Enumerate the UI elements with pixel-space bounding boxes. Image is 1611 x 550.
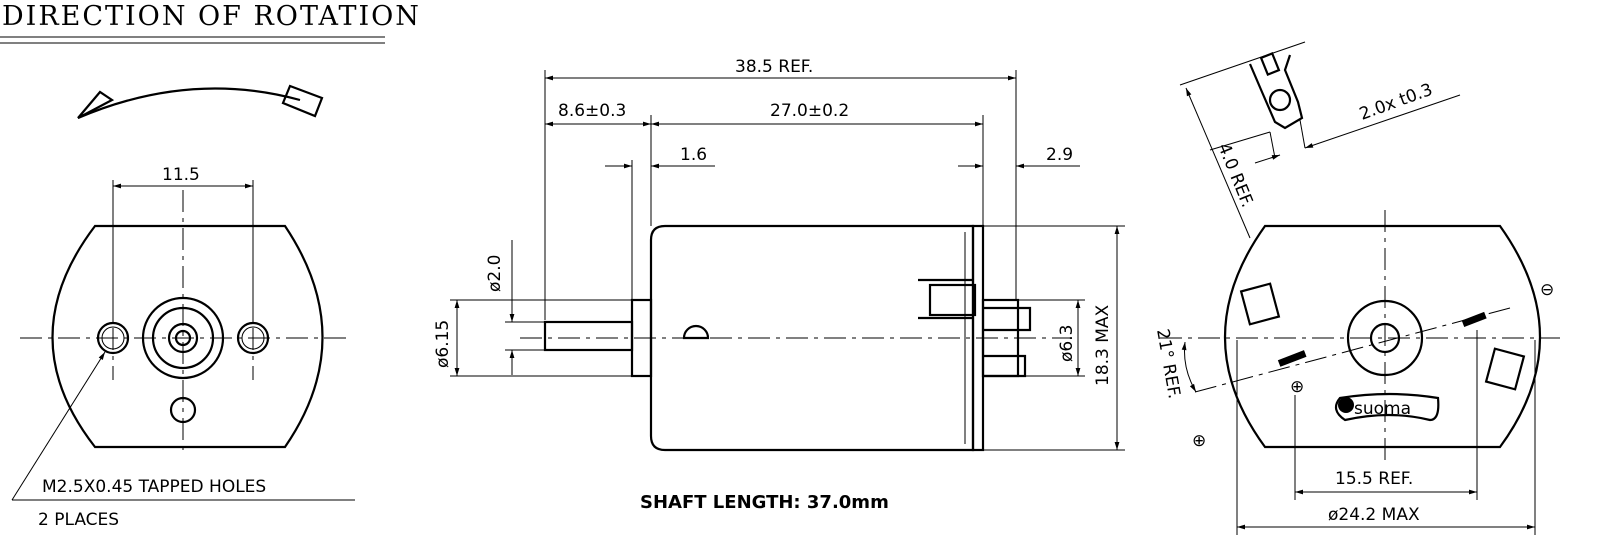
terminal-offset-dim: 2.9 bbox=[1046, 145, 1073, 165]
body-height-dim: 18.3 MAX bbox=[1093, 304, 1113, 386]
rotation-arrow-icon bbox=[77, 84, 324, 120]
shaft-diameter-dim: ø2.0 bbox=[485, 255, 505, 292]
rear-view: suoma ⊕ ⊕ ⊖ 21° REF. 4.0 REF. 2.0x t0.3 … bbox=[1152, 41, 1560, 535]
terminal-detail: 4.0 REF. 2.0x t0.3 bbox=[1179, 41, 1461, 239]
overall-length-dim: 38.5 REF. bbox=[735, 57, 813, 77]
shaft-exposed-dim: 8.6±0.3 bbox=[558, 101, 626, 121]
bushing-diameter-dim: ø6.15 bbox=[433, 320, 453, 368]
terminal-spacing-dim: 15.5 REF. bbox=[1335, 469, 1413, 489]
body-length-dim: 27.0±0.2 bbox=[770, 101, 849, 121]
bushing-dim: 1.6 bbox=[680, 145, 707, 165]
places-note: 2 PLACES bbox=[38, 510, 119, 530]
suoma-logo: suoma bbox=[1334, 392, 1440, 422]
positive-terminal-icon: ⊕ bbox=[1290, 377, 1304, 397]
side-view: 38.5 REF. 8.6±0.3 27.0±0.2 1.6 2.9 ø2.0 … bbox=[433, 57, 1125, 513]
hole-spacing-dim: 11.5 bbox=[162, 165, 200, 185]
logo-text: suoma bbox=[1354, 399, 1411, 419]
drawing-title: DIRECTION OF ROTATION bbox=[2, 1, 421, 32]
shaft-length-note: SHAFT LENGTH: 37.0mm bbox=[640, 492, 889, 513]
terminal-width-dim: 2.0x t0.3 bbox=[1357, 80, 1435, 125]
negative-symbol-icon: ⊖ bbox=[1540, 280, 1554, 300]
tapped-holes-note: M2.5X0.45 TAPPED HOLES bbox=[42, 477, 266, 497]
body-diameter-dim: ø24.2 MAX bbox=[1328, 505, 1420, 525]
rear-boss-diameter-dim: ø6.3 bbox=[1057, 325, 1077, 362]
positive-symbol-icon: ⊕ bbox=[1192, 431, 1206, 451]
front-view: 11.5 M2.5X0.45 TAPPED HOLES 2 PLACES bbox=[11, 165, 355, 530]
terminal-height-dim: 4.0 REF. bbox=[1213, 140, 1257, 210]
